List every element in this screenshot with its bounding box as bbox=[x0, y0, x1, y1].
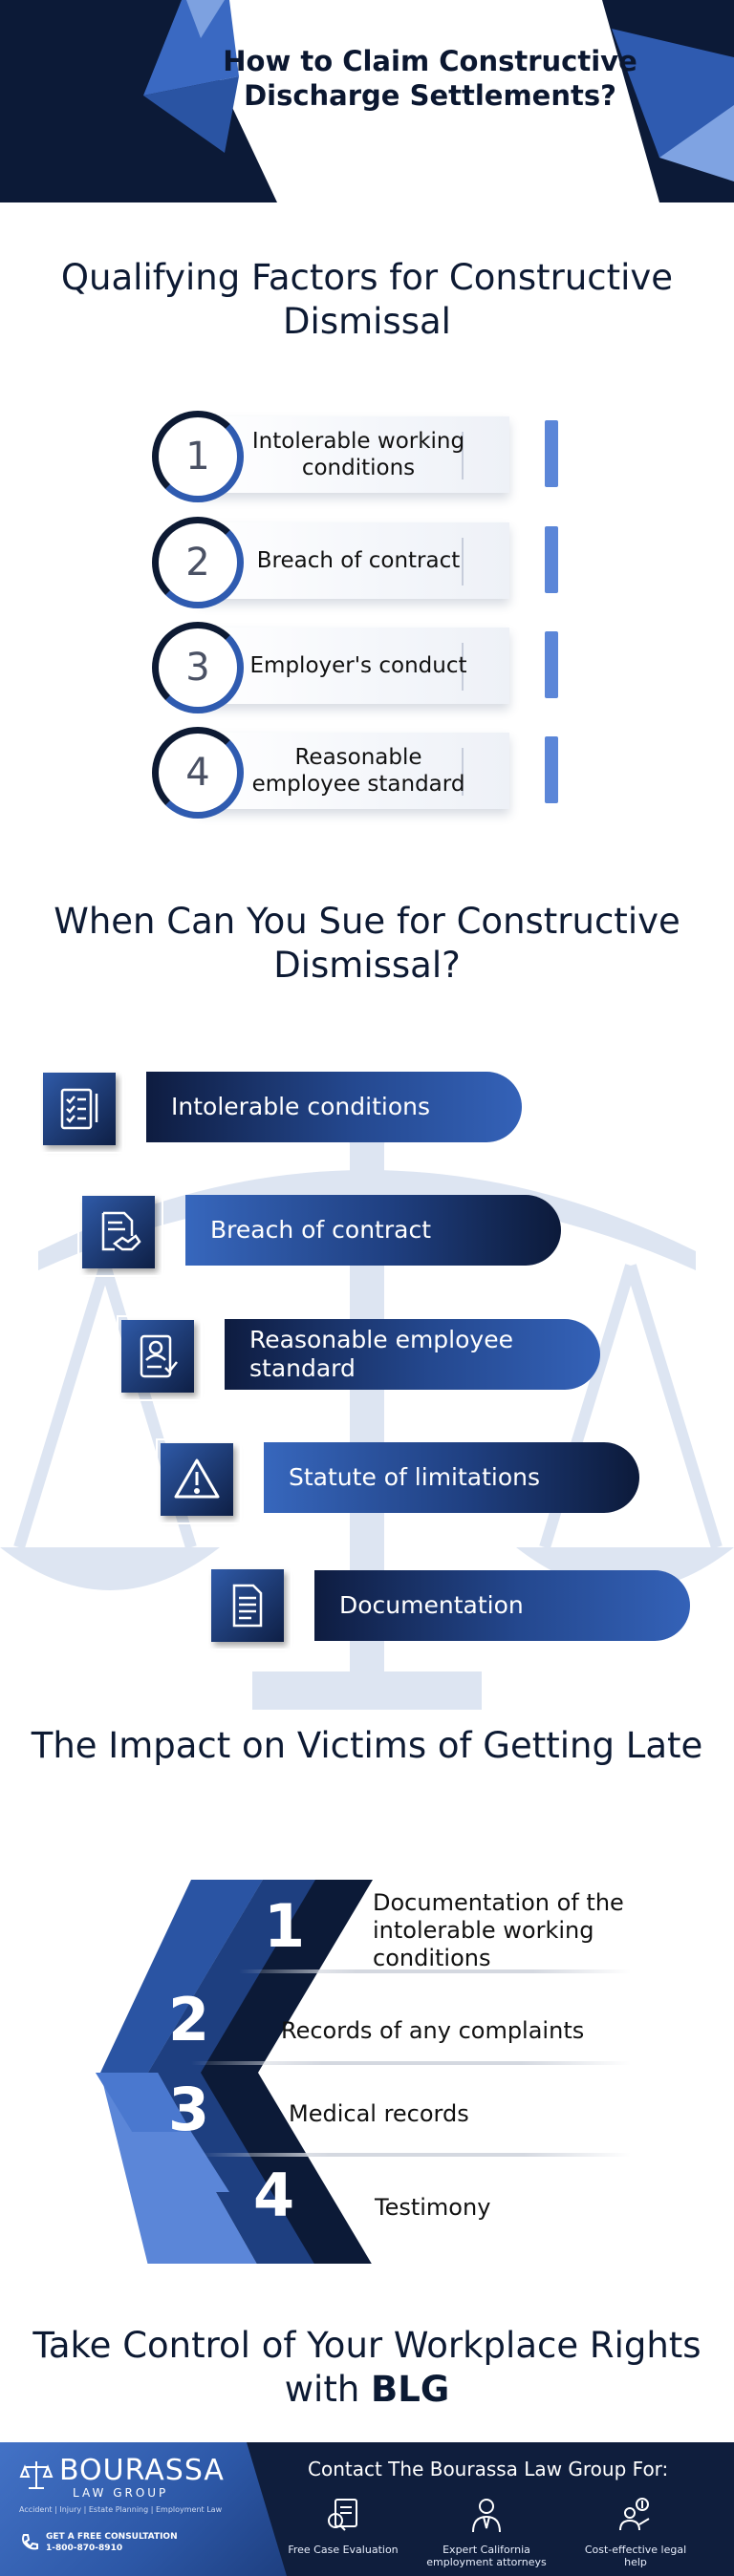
footer-contact-heading: Contact The Bourassa Law Group For: bbox=[308, 2458, 669, 2480]
feature-caption: Free Case Evaluation bbox=[288, 2544, 399, 2556]
scales-logo-icon bbox=[19, 2461, 54, 2489]
impact-item-complaints: Records of any complaints bbox=[281, 2017, 585, 2044]
feature-caption: Cost-effective legal help bbox=[584, 2544, 687, 2568]
impact-number: 1 bbox=[264, 1891, 306, 1961]
factor-card bbox=[198, 522, 509, 599]
impact-item-testimony: Testimony bbox=[375, 2194, 491, 2221]
factor-label: Employer's conduct bbox=[249, 653, 467, 678]
sue-item-statute-of-limitations: Statute of limitations bbox=[264, 1442, 639, 1513]
qualifying-factor-3: 3 Employer's conduct bbox=[150, 622, 561, 717]
factor-card bbox=[198, 733, 509, 809]
case-evaluation-icon bbox=[328, 2499, 357, 2531]
factor-tab bbox=[545, 420, 558, 487]
impact-divider bbox=[239, 1969, 631, 1973]
footer: BOURASSA LAW GROUP Accident | Injury | E… bbox=[0, 2442, 734, 2576]
sue-item-documentation: Documentation bbox=[314, 1570, 690, 1641]
factor-card bbox=[198, 416, 509, 493]
qualifying-heading: Qualifying Factors for Constructive Dism… bbox=[60, 257, 674, 342]
impact-heading: The Impact on Victims of Getting Late bbox=[31, 1725, 703, 1766]
sue-item-label: Breach of contract bbox=[210, 1216, 431, 1244]
header-shapes bbox=[0, 0, 734, 202]
sue-item-label: Reasonable employee standard bbox=[249, 1326, 513, 1382]
document-icon bbox=[206, 1565, 292, 1650]
legal-help-icon bbox=[619, 2498, 650, 2531]
employee-profile-document-icon bbox=[117, 1315, 203, 1401]
qualifying-factor-1: 1 Intolerable working conditions bbox=[150, 411, 561, 506]
factor-number-badge: 1 bbox=[152, 411, 244, 502]
factor-tab bbox=[545, 526, 558, 593]
footer-brand-panel: BOURASSA LAW GROUP Accident | Injury | E… bbox=[0, 2442, 287, 2576]
sue-item-intolerable-conditions: Intolerable conditions bbox=[146, 1072, 522, 1142]
factor-number: 2 bbox=[185, 541, 210, 585]
impact-number: 4 bbox=[253, 2161, 295, 2230]
factor-label: Breach of contract bbox=[256, 548, 461, 573]
footer-consult-label: GET A FREE CONSULTATION bbox=[46, 2532, 178, 2542]
footer-practice-areas: Accident | Injury | Estate Planning | Em… bbox=[19, 2505, 223, 2514]
sue-heading: When Can You Sue for Constructive Dismis… bbox=[54, 901, 680, 986]
sue-item-label: Statute of limitations bbox=[289, 1463, 541, 1491]
contract-handshake-icon bbox=[77, 1191, 163, 1277]
impact-item-documentation: Documentation of the intolerable working… bbox=[373, 1889, 624, 1971]
cta-heading: Take Control of Your Workplace Rights wi… bbox=[0, 2324, 734, 2412]
factor-number: 1 bbox=[185, 435, 210, 479]
checklist-document-icon bbox=[38, 1068, 124, 1154]
factor-tab bbox=[545, 631, 558, 698]
phone-icon bbox=[22, 2534, 38, 2550]
factor-card bbox=[198, 628, 509, 704]
impact-chevron-graphic bbox=[96, 1880, 373, 2264]
impact-divider bbox=[191, 2061, 631, 2065]
sue-item-reasonable-employee-standard: Reasonable employee standard bbox=[225, 1319, 600, 1390]
factor-tab bbox=[545, 736, 558, 803]
footer-feature-case-evaluation: Free Case Evaluation bbox=[281, 2496, 405, 2556]
footer-feature-attorneys: Expert California employment attorneys bbox=[424, 2496, 549, 2568]
factor-number-badge: 2 bbox=[152, 517, 244, 608]
factor-number-badge: 4 bbox=[152, 727, 244, 819]
impact-item-medical-records: Medical records bbox=[289, 2100, 469, 2127]
impact-number: 3 bbox=[168, 2075, 210, 2144]
factor-number: 4 bbox=[185, 751, 210, 795]
footer-feature-legal-help: Cost-effective legal help bbox=[573, 2496, 698, 2568]
footer-phone[interactable]: 1-800-870-8910 bbox=[46, 2544, 123, 2553]
cta-brand: BLG bbox=[371, 2369, 450, 2410]
factor-label: Intolerable working conditions bbox=[251, 429, 465, 480]
qualifying-factor-2: 2 Breach of contract bbox=[150, 517, 561, 612]
impact-divider bbox=[201, 2153, 631, 2157]
sue-item-breach-of-contract: Breach of contract bbox=[185, 1195, 561, 1266]
sue-item-label: Intolerable conditions bbox=[171, 1093, 430, 1120]
feature-caption: Expert California employment attorneys bbox=[426, 2544, 547, 2568]
page-title: How to Claim Constructive Discharge Sett… bbox=[223, 45, 637, 112]
footer-brand-sub: LAW GROUP bbox=[73, 2486, 169, 2500]
warning-triangle-icon bbox=[156, 1438, 242, 1524]
factor-number-badge: 3 bbox=[152, 622, 244, 713]
attorney-icon bbox=[472, 2499, 501, 2533]
header-banner: How to Claim Constructive Discharge Sett… bbox=[0, 0, 734, 202]
sue-item-label: Documentation bbox=[339, 1591, 524, 1619]
factor-label: Reasonable employee standard bbox=[251, 745, 465, 797]
cta-heading-text: Take Control of Your Workplace Rights wi… bbox=[32, 2325, 702, 2410]
factor-number: 3 bbox=[185, 646, 210, 690]
impact-number: 2 bbox=[168, 1985, 210, 2054]
footer-brand-name: BOURASSA bbox=[59, 2454, 225, 2487]
qualifying-factor-4: 4 Reasonable employee standard bbox=[150, 727, 561, 822]
